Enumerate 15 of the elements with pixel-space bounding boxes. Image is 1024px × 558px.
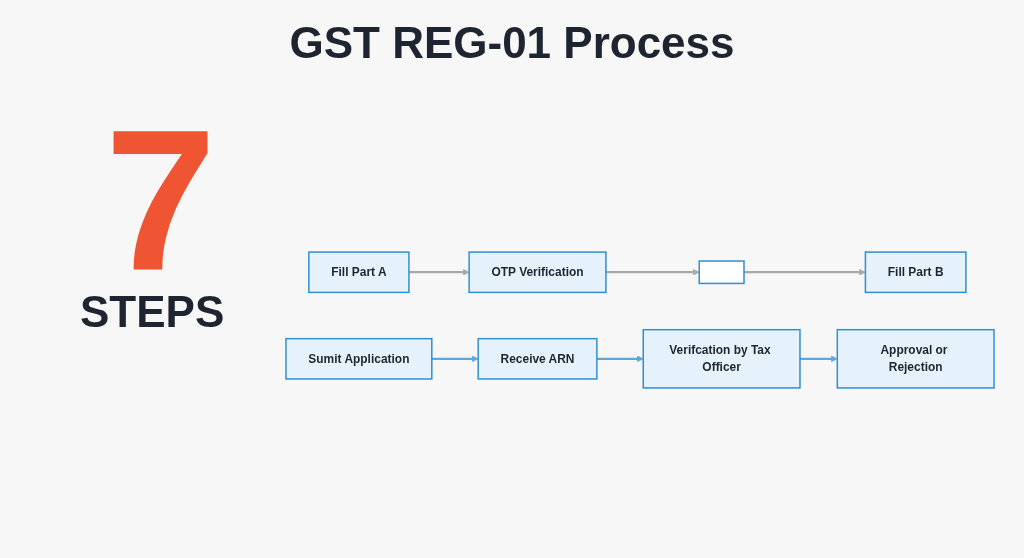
arrow xyxy=(800,355,838,363)
node-box: Fill Part B xyxy=(864,251,967,294)
node-picture xyxy=(698,260,745,285)
node-box: Sumit Application xyxy=(285,337,433,380)
arrow xyxy=(605,268,700,276)
arrow xyxy=(596,355,644,363)
arrow xyxy=(431,355,479,363)
node-box: OTP Verification xyxy=(468,251,607,294)
node-box: Approval or Rejection xyxy=(836,328,995,389)
node-box: Fill Part A xyxy=(308,251,410,294)
arrow xyxy=(744,268,866,276)
node-box: Verifcation by Tax Officer xyxy=(642,328,801,389)
arrow xyxy=(408,268,470,276)
diagram-title: GST REG-01 Process xyxy=(288,18,736,68)
node-box: Receive ARN xyxy=(477,337,598,380)
